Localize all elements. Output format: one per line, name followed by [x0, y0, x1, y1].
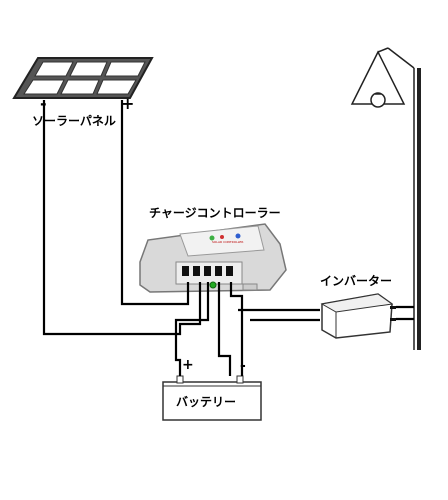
solar-panel-cells [23, 61, 146, 95]
battery-terminal-negative [236, 375, 244, 384]
battery-terminal-negative-sign: - [240, 358, 246, 374]
controller-indicator-icon [209, 281, 217, 289]
controller-led-red [220, 235, 224, 239]
controller-brand-text: SOLAR CONTROLLER [212, 240, 243, 244]
controller-led-blue [235, 233, 241, 239]
solar-panel [12, 57, 154, 99]
inverter-label: インバーター [320, 274, 393, 288]
wiring [42, 100, 414, 376]
wire-panel-negative [42, 100, 202, 336]
panel-terminal-positive: + [121, 94, 135, 113]
battery-terminal-positive-sign: + [182, 357, 194, 373]
controller-terminals [182, 266, 233, 276]
battery-terminal-positive [176, 375, 184, 384]
wire-panel-positive [120, 100, 190, 306]
charge-controller [139, 223, 287, 293]
solar-panel-label: ソーラーパネル [32, 114, 116, 128]
inverter [320, 293, 396, 339]
controller-led-green [209, 235, 215, 241]
charge-controller-label: チャージコントローラー [149, 206, 281, 220]
street-lamp [350, 47, 421, 350]
panel-terminal-negative: - [40, 94, 47, 113]
battery-label: バッテリー [176, 395, 237, 409]
wire-controller-battery-positive [174, 282, 210, 376]
battery [162, 375, 262, 421]
wire-controller-battery-negative [217, 282, 232, 376]
lamp-bulb-icon [370, 92, 386, 108]
wire-controller-load [229, 282, 244, 376]
